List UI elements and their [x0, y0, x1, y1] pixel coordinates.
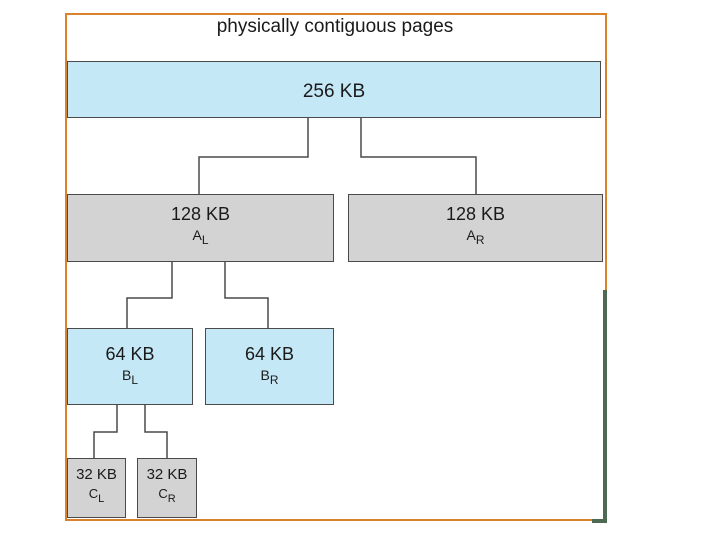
- connector-al-bl: [126, 262, 173, 328]
- connector-bl-cl: [93, 405, 118, 458]
- block-256kb: 256 KB: [67, 61, 601, 118]
- block-cr: 32 KB CR: [137, 458, 197, 518]
- block-br: 64 KB BR: [205, 328, 334, 405]
- block-al-size: 128 KB: [170, 204, 231, 224]
- block-cl-label: CL: [88, 486, 105, 505]
- connector-root-al: [198, 118, 309, 194]
- block-cr-size: 32 KB: [146, 466, 188, 483]
- block-cl: 32 KB CL: [67, 458, 126, 518]
- block-bl-size: 64 KB: [105, 344, 155, 364]
- block-al: 128 KB AL: [67, 194, 334, 262]
- connector-al-br: [224, 262, 269, 328]
- diagram-title: physically contiguous pages: [216, 16, 454, 37]
- block-cr-label: CR: [158, 486, 176, 505]
- block-ar: 128 KB AR: [348, 194, 603, 262]
- connector-bl-cr: [144, 405, 168, 458]
- block-cl-size: 32 KB: [76, 466, 117, 483]
- block-bl: 64 KB BL: [67, 328, 193, 405]
- block-ar-size: 128 KB: [445, 204, 506, 224]
- diagram-frame: [65, 13, 607, 521]
- block-256kb-size: 256 KB: [302, 81, 366, 102]
- frame-shadow-bottom: [592, 519, 607, 523]
- connector-root-ar: [360, 118, 477, 194]
- block-bl-label: BL: [122, 367, 138, 388]
- block-al-label: AL: [192, 227, 209, 248]
- block-br-label: BR: [260, 367, 279, 388]
- frame-shadow-right: [603, 290, 607, 523]
- block-br-size: 64 KB: [244, 344, 295, 364]
- block-ar-label: AR: [466, 227, 485, 248]
